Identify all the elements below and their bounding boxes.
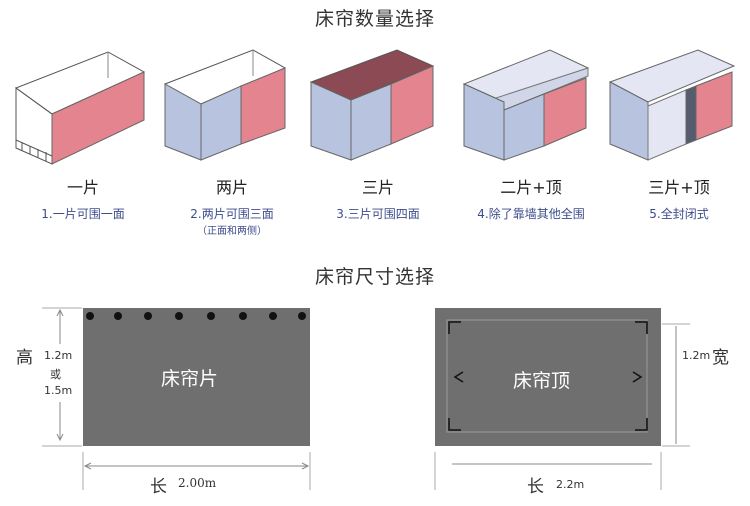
option-name: 三片+顶 xyxy=(648,178,710,197)
height-value-1: 1.2m xyxy=(44,349,73,362)
bed-three-panels-top-illustration xyxy=(608,49,736,161)
curtain-panel-rings-and-folds xyxy=(86,312,306,436)
curtain-top-diagram: 床帘顶 xyxy=(435,308,661,446)
curtain-top-corners-and-arrows xyxy=(446,319,648,433)
curtain-top-label: 床帘顶 xyxy=(513,370,571,392)
top-length-value: 2.2m xyxy=(556,478,585,491)
curtain-panel-diagram: 床帘片 xyxy=(83,308,310,446)
top-length-label: 长 xyxy=(527,477,544,497)
option-description: 3.三片可围四面 xyxy=(336,207,420,221)
option-description: 5.全封闭式 xyxy=(649,207,709,221)
option-description: 2.两片可围三面 xyxy=(190,207,274,221)
option-subnote: （正面和两侧） xyxy=(197,226,267,237)
bed-two-panels-illustration xyxy=(163,49,287,161)
curtain-length-label: 长 xyxy=(150,477,167,497)
bed-two-panels-top-illustration xyxy=(462,49,590,161)
bed-three-panels-illustration xyxy=(309,49,435,161)
option-description: 4.除了靠墙其他全围 xyxy=(477,207,585,221)
curtain-length-value: 2.00m xyxy=(178,476,217,490)
option-name: 两片 xyxy=(215,178,248,197)
option-name: 一片 xyxy=(66,178,99,197)
height-label: 高 xyxy=(16,348,33,368)
top-width-value: 1.2m xyxy=(682,349,711,362)
quantity-section-title: 床帘数量选择 xyxy=(314,8,435,30)
curtain-panel-label: 床帘片 xyxy=(161,368,219,390)
bed-one-panel-illustration xyxy=(14,51,146,165)
top-width-label: 宽 xyxy=(712,348,729,368)
height-value-2: 1.5m xyxy=(44,384,73,397)
option-name: 三片 xyxy=(361,178,394,197)
option-name: 二片+顶 xyxy=(500,178,562,197)
height-or: 或 xyxy=(50,368,61,381)
size-section-title: 床帘尺寸选择 xyxy=(314,266,435,288)
option-description: 1.一片可围一面 xyxy=(41,207,125,221)
